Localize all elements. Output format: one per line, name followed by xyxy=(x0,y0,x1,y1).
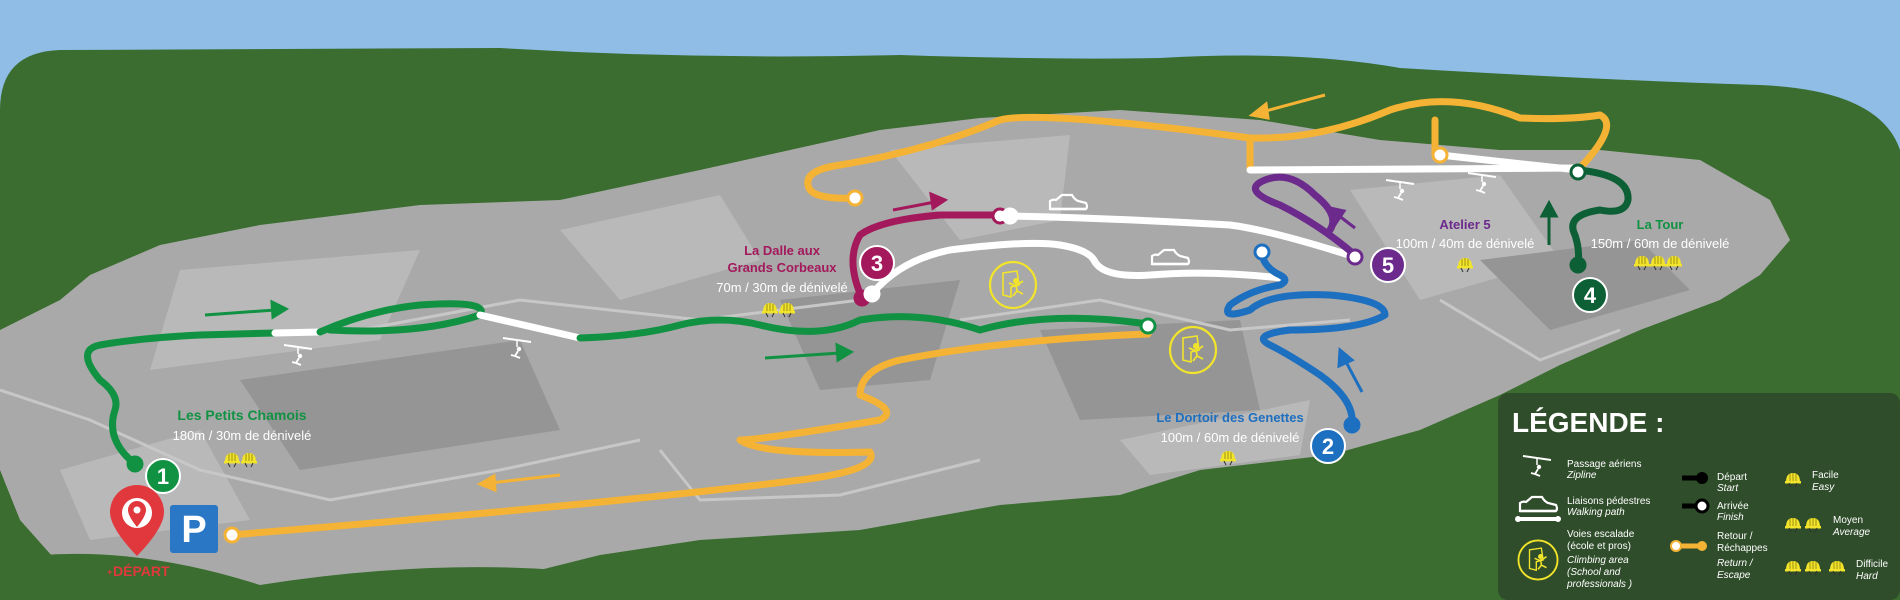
route-5-label: Atelier 5 100m / 40m de dénivelé xyxy=(1396,217,1535,273)
svg-text:Start: Start xyxy=(1717,483,1739,494)
svg-text:Atelier 5: Atelier 5 xyxy=(1439,217,1490,232)
svg-text:DÉPART: DÉPART xyxy=(113,563,170,579)
route-badge-3[interactable]: 3 xyxy=(859,245,895,281)
legend-title: LÉGENDE : xyxy=(1512,407,1664,438)
route-3-path xyxy=(849,211,1359,302)
svg-text:180m / 30m de dénivelé: 180m / 30m de dénivelé xyxy=(173,428,312,443)
svg-text:Passage aériens: Passage aériens xyxy=(1567,459,1642,470)
legend-finish-marker xyxy=(1682,498,1710,514)
svg-text:Finish: Finish xyxy=(1717,512,1744,523)
route-3-label: La Dalle aux Grands Corbeaux 70m / 30m d… xyxy=(716,243,848,318)
start-markers xyxy=(126,256,1587,473)
svg-text:Les Petits Chamois: Les Petits Chamois xyxy=(177,407,306,423)
violet-arrows xyxy=(1327,205,1356,230)
svg-text:+: + xyxy=(107,567,112,577)
svg-text:3: 3 xyxy=(871,251,883,276)
svg-text:2: 2 xyxy=(1322,434,1334,459)
svg-text:4: 4 xyxy=(1584,283,1597,308)
legend-start-marker xyxy=(1682,472,1708,484)
svg-text:Le Dortoir des Genettes: Le Dortoir des Genettes xyxy=(1156,410,1303,425)
svg-text:(école et pros): (école et pros) xyxy=(1567,541,1631,552)
svg-text:Escape: Escape xyxy=(1717,570,1751,581)
route-2-path xyxy=(1224,251,1389,429)
route-badge-5[interactable]: 5 xyxy=(1370,247,1406,283)
route-4-label: La Tour 150m / 60m de dénivelé xyxy=(1591,217,1730,271)
darkgreen-arrows xyxy=(1539,199,1559,245)
orange-arrows xyxy=(476,93,1326,493)
rock-edges xyxy=(0,298,1621,502)
route-1-path xyxy=(84,300,1152,468)
depart-pin-icon[interactable] xyxy=(110,485,164,556)
route-badge-4[interactable]: 4 xyxy=(1572,277,1608,313)
svg-text:70m / 30m de dénivelé: 70m / 30m de dénivelé xyxy=(716,280,848,295)
parking-icon[interactable]: P xyxy=(170,505,218,553)
svg-text:(School and: (School and xyxy=(1567,567,1621,578)
svg-text:Retour /: Retour / xyxy=(1717,531,1753,542)
blue-arrows xyxy=(1337,346,1364,393)
svg-text:La Tour: La Tour xyxy=(1637,217,1684,232)
svg-text:Difficile: Difficile xyxy=(1856,559,1888,570)
purple-arrows xyxy=(892,191,949,212)
svg-text:P: P xyxy=(181,509,206,551)
svg-text:Average: Average xyxy=(1832,527,1871,538)
svg-text:100m / 40m de dénivelé: 100m / 40m de dénivelé xyxy=(1396,236,1535,251)
orange-return-paths xyxy=(226,98,1611,539)
svg-text:La Dalle aux: La Dalle aux xyxy=(744,243,821,258)
svg-text:Grands Corbeaux: Grands Corbeaux xyxy=(727,260,837,275)
svg-text:Easy: Easy xyxy=(1812,482,1835,493)
svg-text:Voies escalade: Voies escalade xyxy=(1567,529,1635,540)
svg-text:Départ: Départ xyxy=(1717,472,1747,483)
route-2-label: Le Dortoir des Genettes 100m / 60m de dé… xyxy=(1156,410,1304,466)
svg-text:Facile: Facile xyxy=(1812,470,1839,481)
route-5-path xyxy=(1246,164,1584,259)
legend: LÉGENDE : Passage aériens Zipline Liaiso… xyxy=(1498,393,1900,600)
svg-text:150m / 60m de dénivelé: 150m / 60m de dénivelé xyxy=(1591,236,1730,251)
legend-return-marker xyxy=(1670,540,1707,552)
svg-text:100m / 60m de dénivelé: 100m / 60m de dénivelé xyxy=(1161,430,1300,445)
svg-text:5: 5 xyxy=(1382,253,1394,278)
green-arrows xyxy=(204,299,855,363)
svg-text:Hard: Hard xyxy=(1856,571,1878,582)
svg-text:Réchappes: Réchappes xyxy=(1717,543,1768,554)
svg-text:Arrivée: Arrivée xyxy=(1717,501,1749,512)
svg-text:Climbing area: Climbing area xyxy=(1567,555,1629,566)
svg-text:professionals ): professionals ) xyxy=(1566,579,1632,590)
route-4-path xyxy=(1436,151,1632,269)
svg-text:Return /: Return / xyxy=(1717,558,1754,569)
route-1-label: Les Petits Chamois 180m / 30m de dénivel… xyxy=(173,407,312,468)
svg-text:Liaisons pédestres: Liaisons pédestres xyxy=(1567,496,1650,507)
depart-label: + DÉPART xyxy=(107,563,170,579)
svg-text:Moyen: Moyen xyxy=(1833,515,1863,526)
route-badge-1[interactable]: 1 xyxy=(145,458,181,494)
svg-text:Zipline: Zipline xyxy=(1566,470,1597,481)
finish-markers xyxy=(223,146,1587,544)
svg-text:Walking path: Walking path xyxy=(1567,507,1625,518)
svg-text:1: 1 xyxy=(157,464,169,489)
route-badge-2[interactable]: 2 xyxy=(1310,428,1346,464)
lower-grass xyxy=(0,530,1460,600)
